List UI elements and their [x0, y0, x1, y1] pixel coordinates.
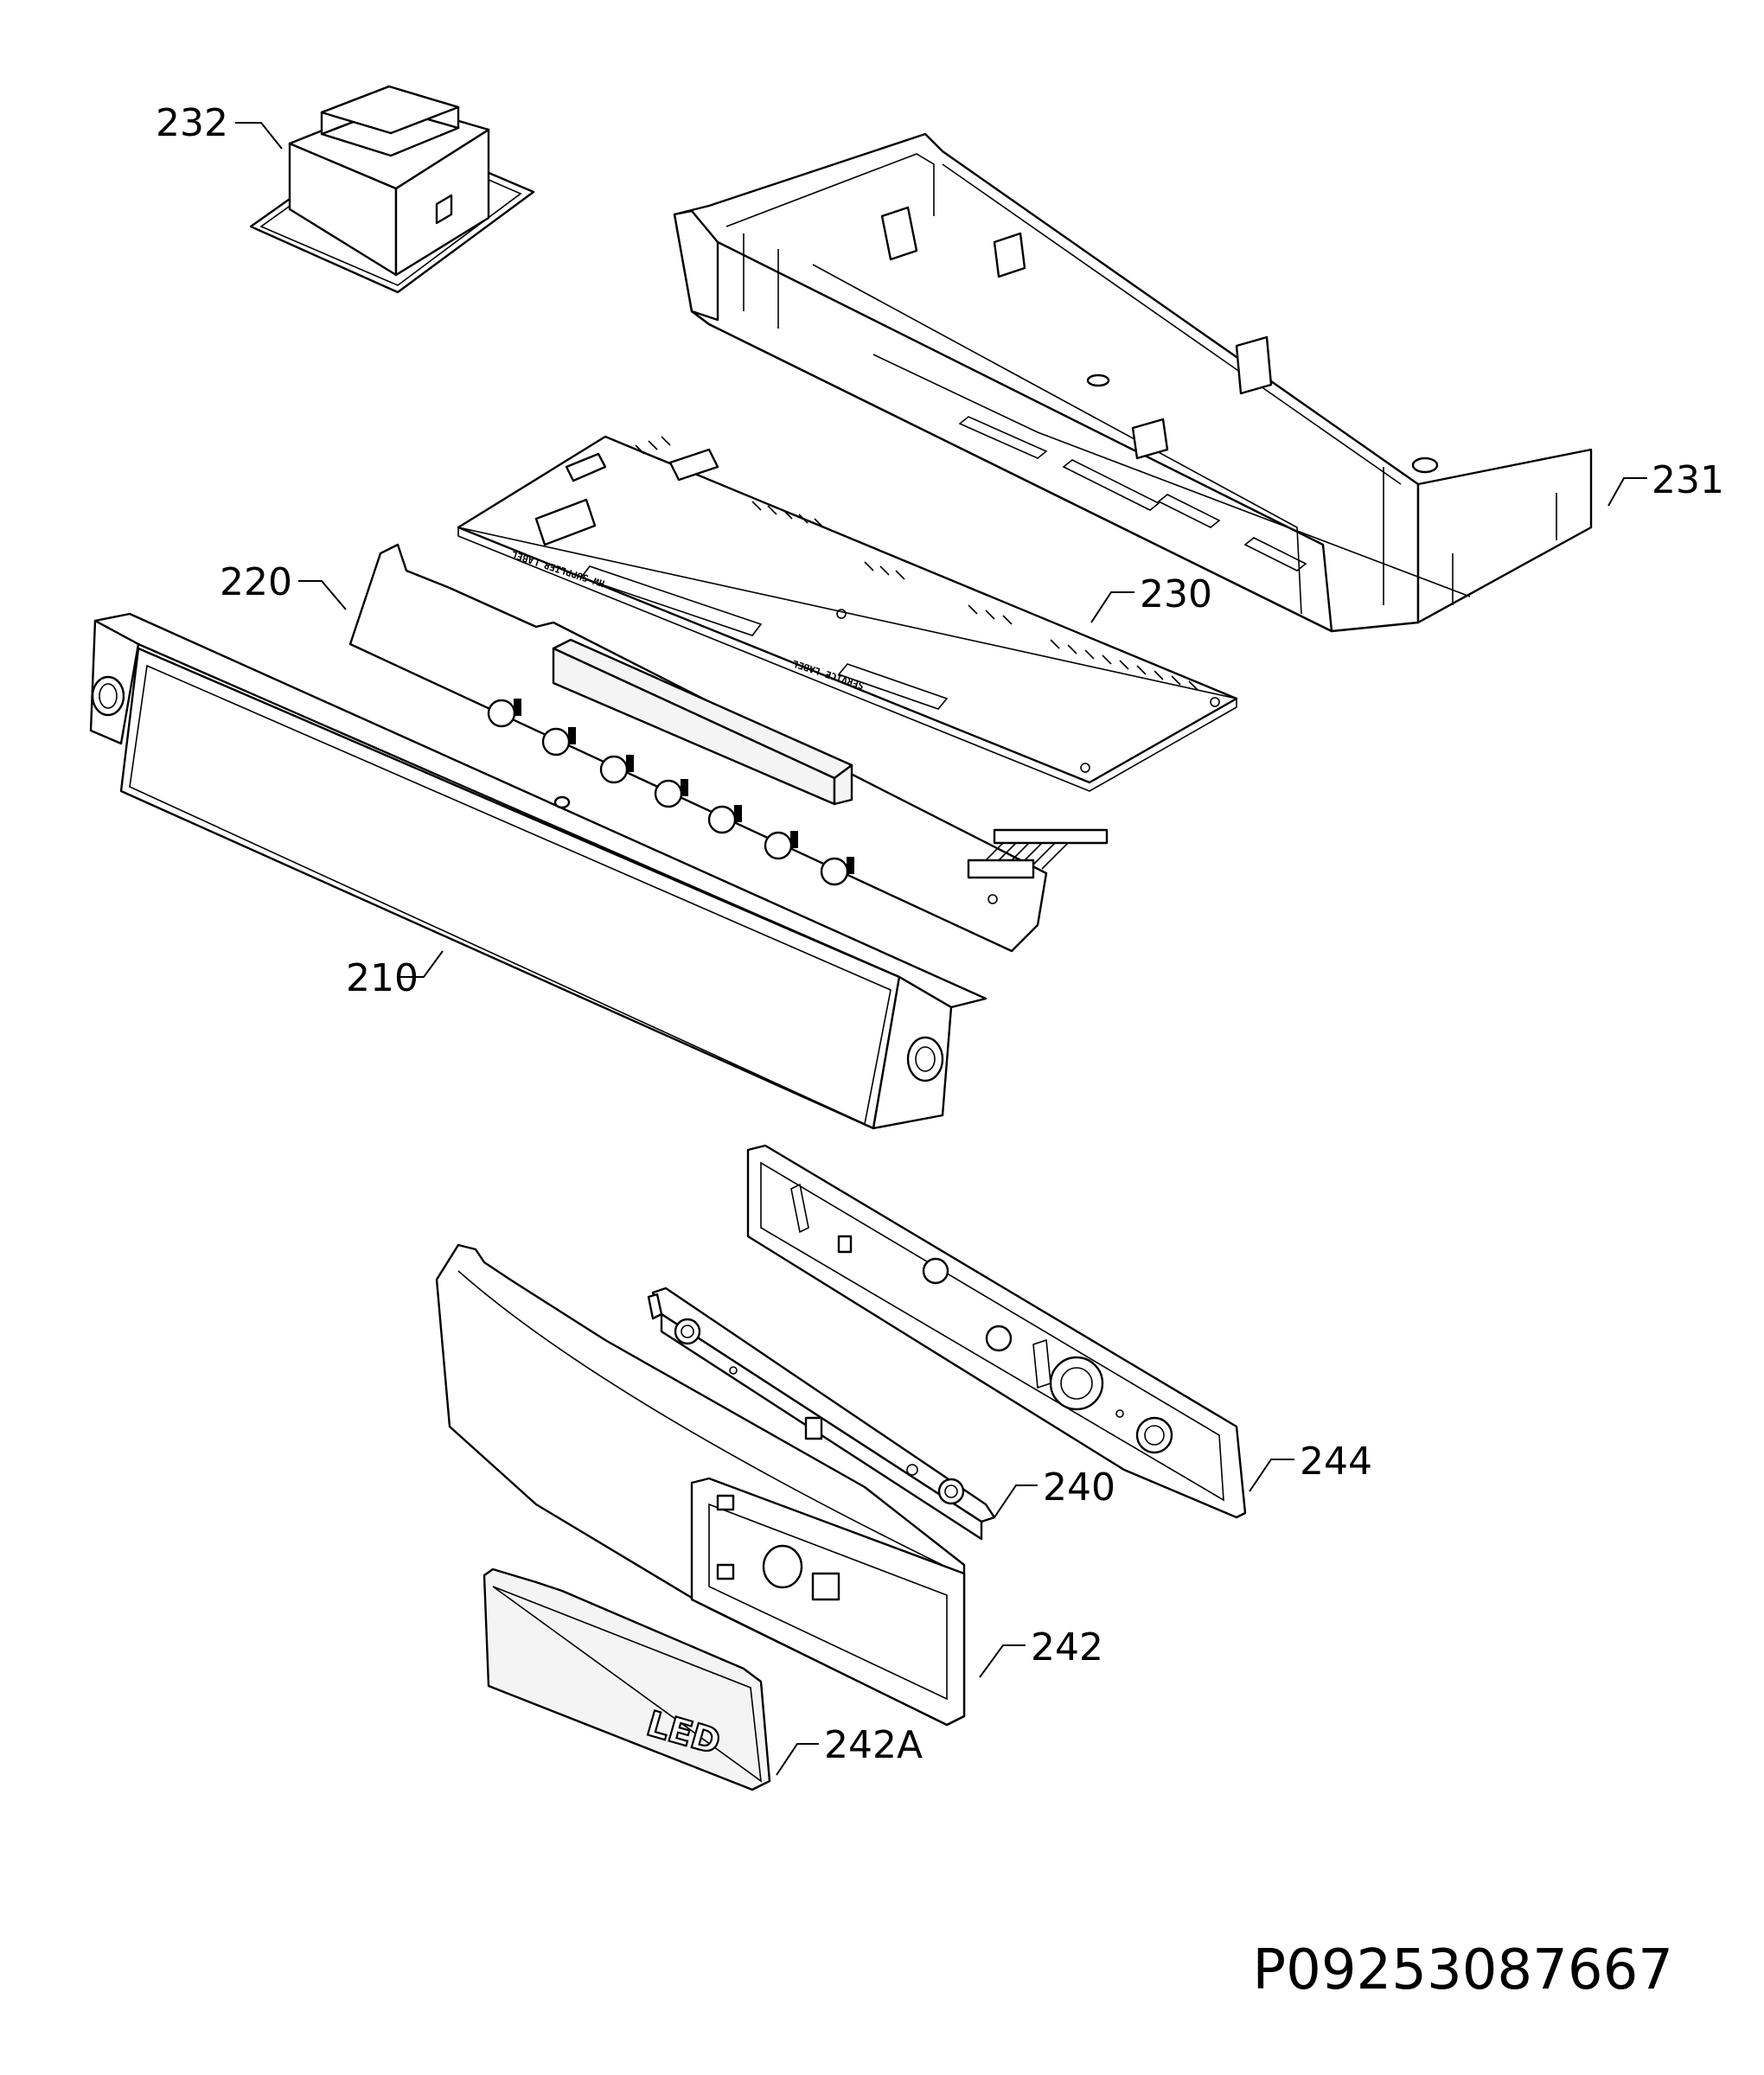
- callout-244: 244: [1300, 1440, 1372, 1484]
- callout-231: 231: [1652, 458, 1724, 502]
- callout-240: 240: [1043, 1465, 1115, 1510]
- part-light-cover: [435, 1243, 966, 1727]
- part-display-board: [348, 543, 1109, 953]
- part-housing: [673, 132, 1593, 633]
- callout-232: 232: [156, 101, 228, 145]
- led-logo: LED: [642, 1704, 725, 1763]
- part-front-panel: [89, 612, 987, 1130]
- callout-242A: 242A: [824, 1723, 923, 1767]
- part-led-cap: LED: [483, 1567, 771, 1791]
- part-transformer: [249, 85, 535, 294]
- callout-230: 230: [1140, 572, 1212, 616]
- leader-lines: [235, 122, 1647, 1776]
- button-switches: [487, 699, 854, 886]
- part-rear-bracket: [746, 1144, 1247, 1519]
- callout-210: 210: [346, 956, 419, 1000]
- callout-242: 242: [1031, 1625, 1103, 1670]
- callout-220: 220: [220, 560, 292, 604]
- document-number: P09253087667: [1253, 1938, 1674, 2002]
